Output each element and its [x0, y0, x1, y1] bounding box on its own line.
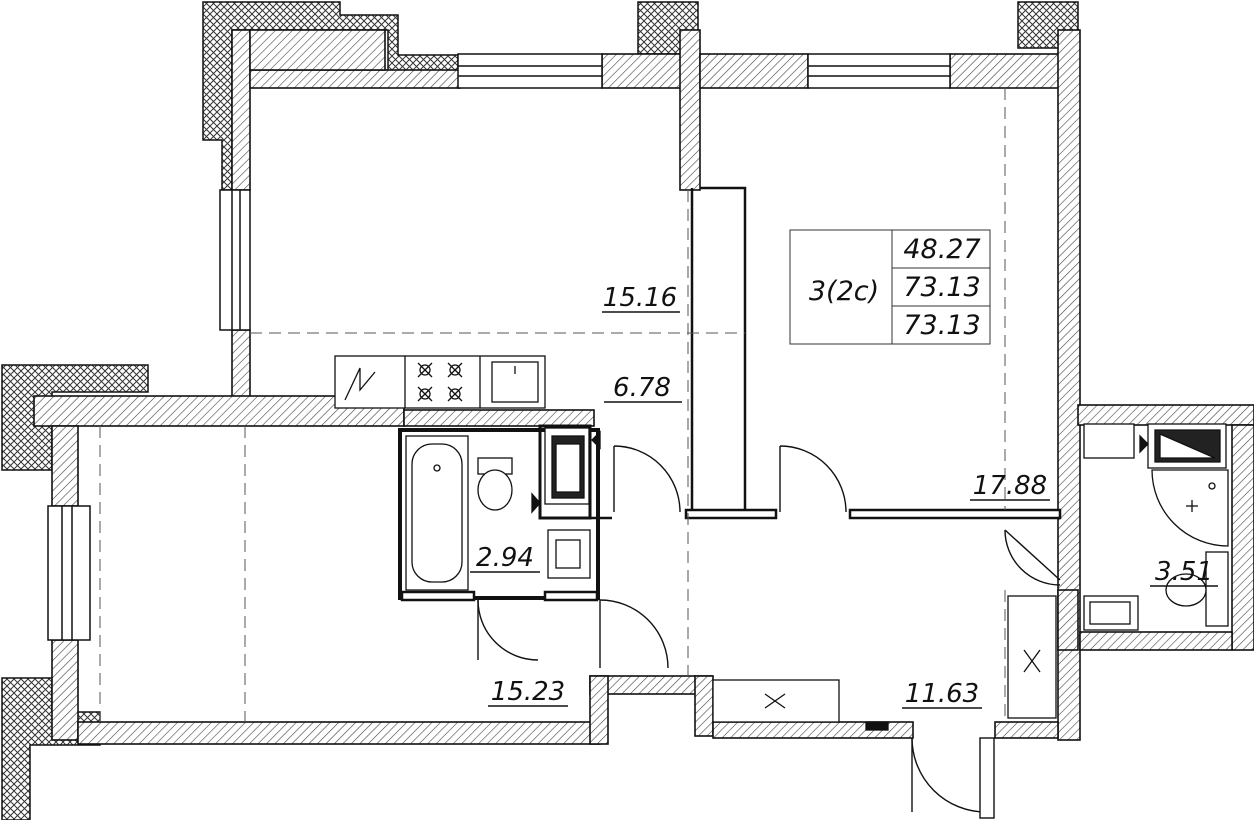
door-swings — [477, 445, 1061, 819]
bathtub-icon — [405, 435, 469, 591]
room-labels: 15.16 6.78 17.88 2.94 3.51 15.23 11.63 — [470, 283, 1218, 709]
wc-fixtures — [1083, 423, 1229, 631]
room-area-label: 15.16 — [603, 283, 677, 313]
toilet-icon — [1165, 551, 1229, 627]
room-area-label: 15.23 — [491, 677, 565, 707]
walls — [33, 29, 1254, 745]
room-area-label: 6.78 — [613, 373, 671, 403]
door-swing-icon — [1004, 529, 1061, 586]
stove-icon — [417, 362, 463, 402]
kitchen-counter — [334, 355, 546, 409]
total-area-with-balcony-value: 73.13 — [903, 310, 980, 341]
window-icon — [807, 53, 951, 89]
info-table: 3(2с) 48.27 73.13 73.13 — [789, 229, 991, 345]
room-area-label: 3.51 — [1155, 557, 1213, 587]
zone-dividers — [99, 88, 1006, 722]
apartment-type-code: 3(2с) — [809, 276, 879, 307]
total-area-value: 73.13 — [903, 272, 980, 303]
door-swing-icon — [599, 599, 669, 669]
wardrobes — [712, 595, 1057, 731]
fridge-icon — [344, 367, 376, 401]
windows — [47, 53, 951, 641]
room-area-label: 11.63 — [905, 679, 979, 709]
door-swing-icon — [911, 737, 987, 813]
toilet-icon — [477, 457, 513, 511]
partitions — [398, 186, 1062, 602]
washer-icon — [1147, 423, 1227, 469]
window-icon — [219, 189, 251, 331]
window-icon — [47, 505, 91, 641]
door-swing-icon — [477, 599, 539, 661]
sink-icon — [491, 361, 539, 403]
room-area-label: 17.88 — [973, 471, 1047, 501]
room-area-label: 2.94 — [476, 543, 534, 573]
sink-icon — [1083, 595, 1139, 631]
sink-icon — [547, 529, 591, 579]
bathroom-fixtures — [405, 427, 601, 591]
living-area-value: 48.27 — [903, 234, 980, 265]
door-swing-icon — [613, 445, 681, 513]
shower-icon — [1151, 469, 1229, 547]
door-swing-icon — [779, 445, 847, 513]
washer-icon — [544, 427, 590, 505]
window-icon — [457, 53, 603, 89]
